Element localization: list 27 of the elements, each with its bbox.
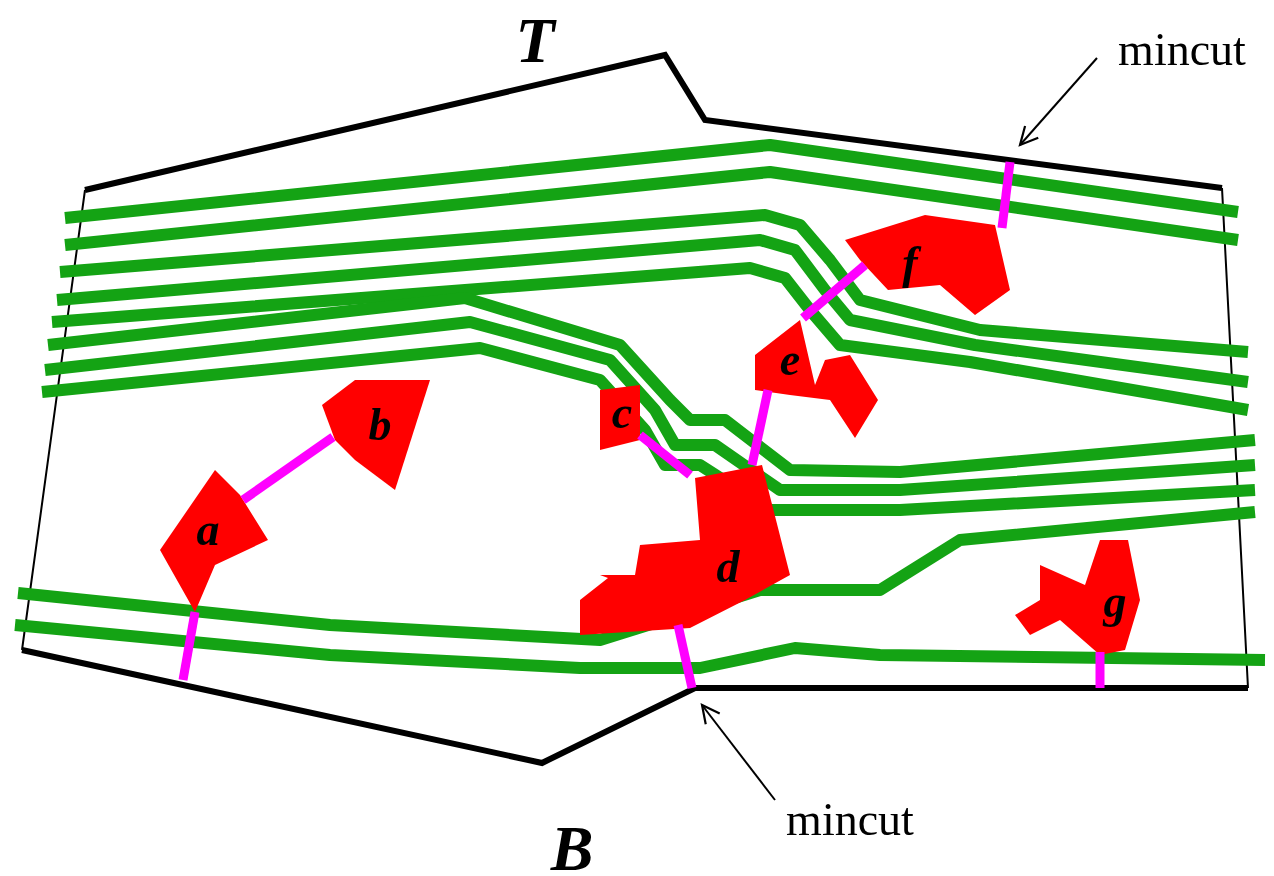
region-shape <box>322 380 430 490</box>
cut-link <box>1095 652 1105 688</box>
region-shape <box>1015 540 1140 655</box>
region-letter: b <box>368 399 392 450</box>
side-label: T <box>515 5 555 76</box>
cut-link <box>178 611 200 681</box>
cut-link <box>997 161 1015 229</box>
region-letter: g <box>1103 576 1127 627</box>
cut-link <box>673 624 697 689</box>
region-shape <box>580 465 790 635</box>
cut-link <box>637 431 693 479</box>
side-label: B <box>550 813 594 876</box>
callout-text: mincut <box>1118 24 1246 75</box>
region-shape <box>755 320 878 438</box>
cut-link <box>240 433 336 504</box>
leader-arrow <box>700 703 776 801</box>
cut-link <box>800 261 868 322</box>
region-letter: a <box>196 504 220 555</box>
region-letter: e <box>779 334 801 385</box>
leader-arrow <box>1018 57 1098 147</box>
cut-link <box>747 389 773 466</box>
region-shape <box>845 215 1010 315</box>
region-shape <box>600 385 640 450</box>
region-letter: d <box>716 541 740 592</box>
region-shape <box>160 470 268 612</box>
region-letter: c <box>611 387 633 438</box>
callout-text: mincut <box>786 794 914 845</box>
